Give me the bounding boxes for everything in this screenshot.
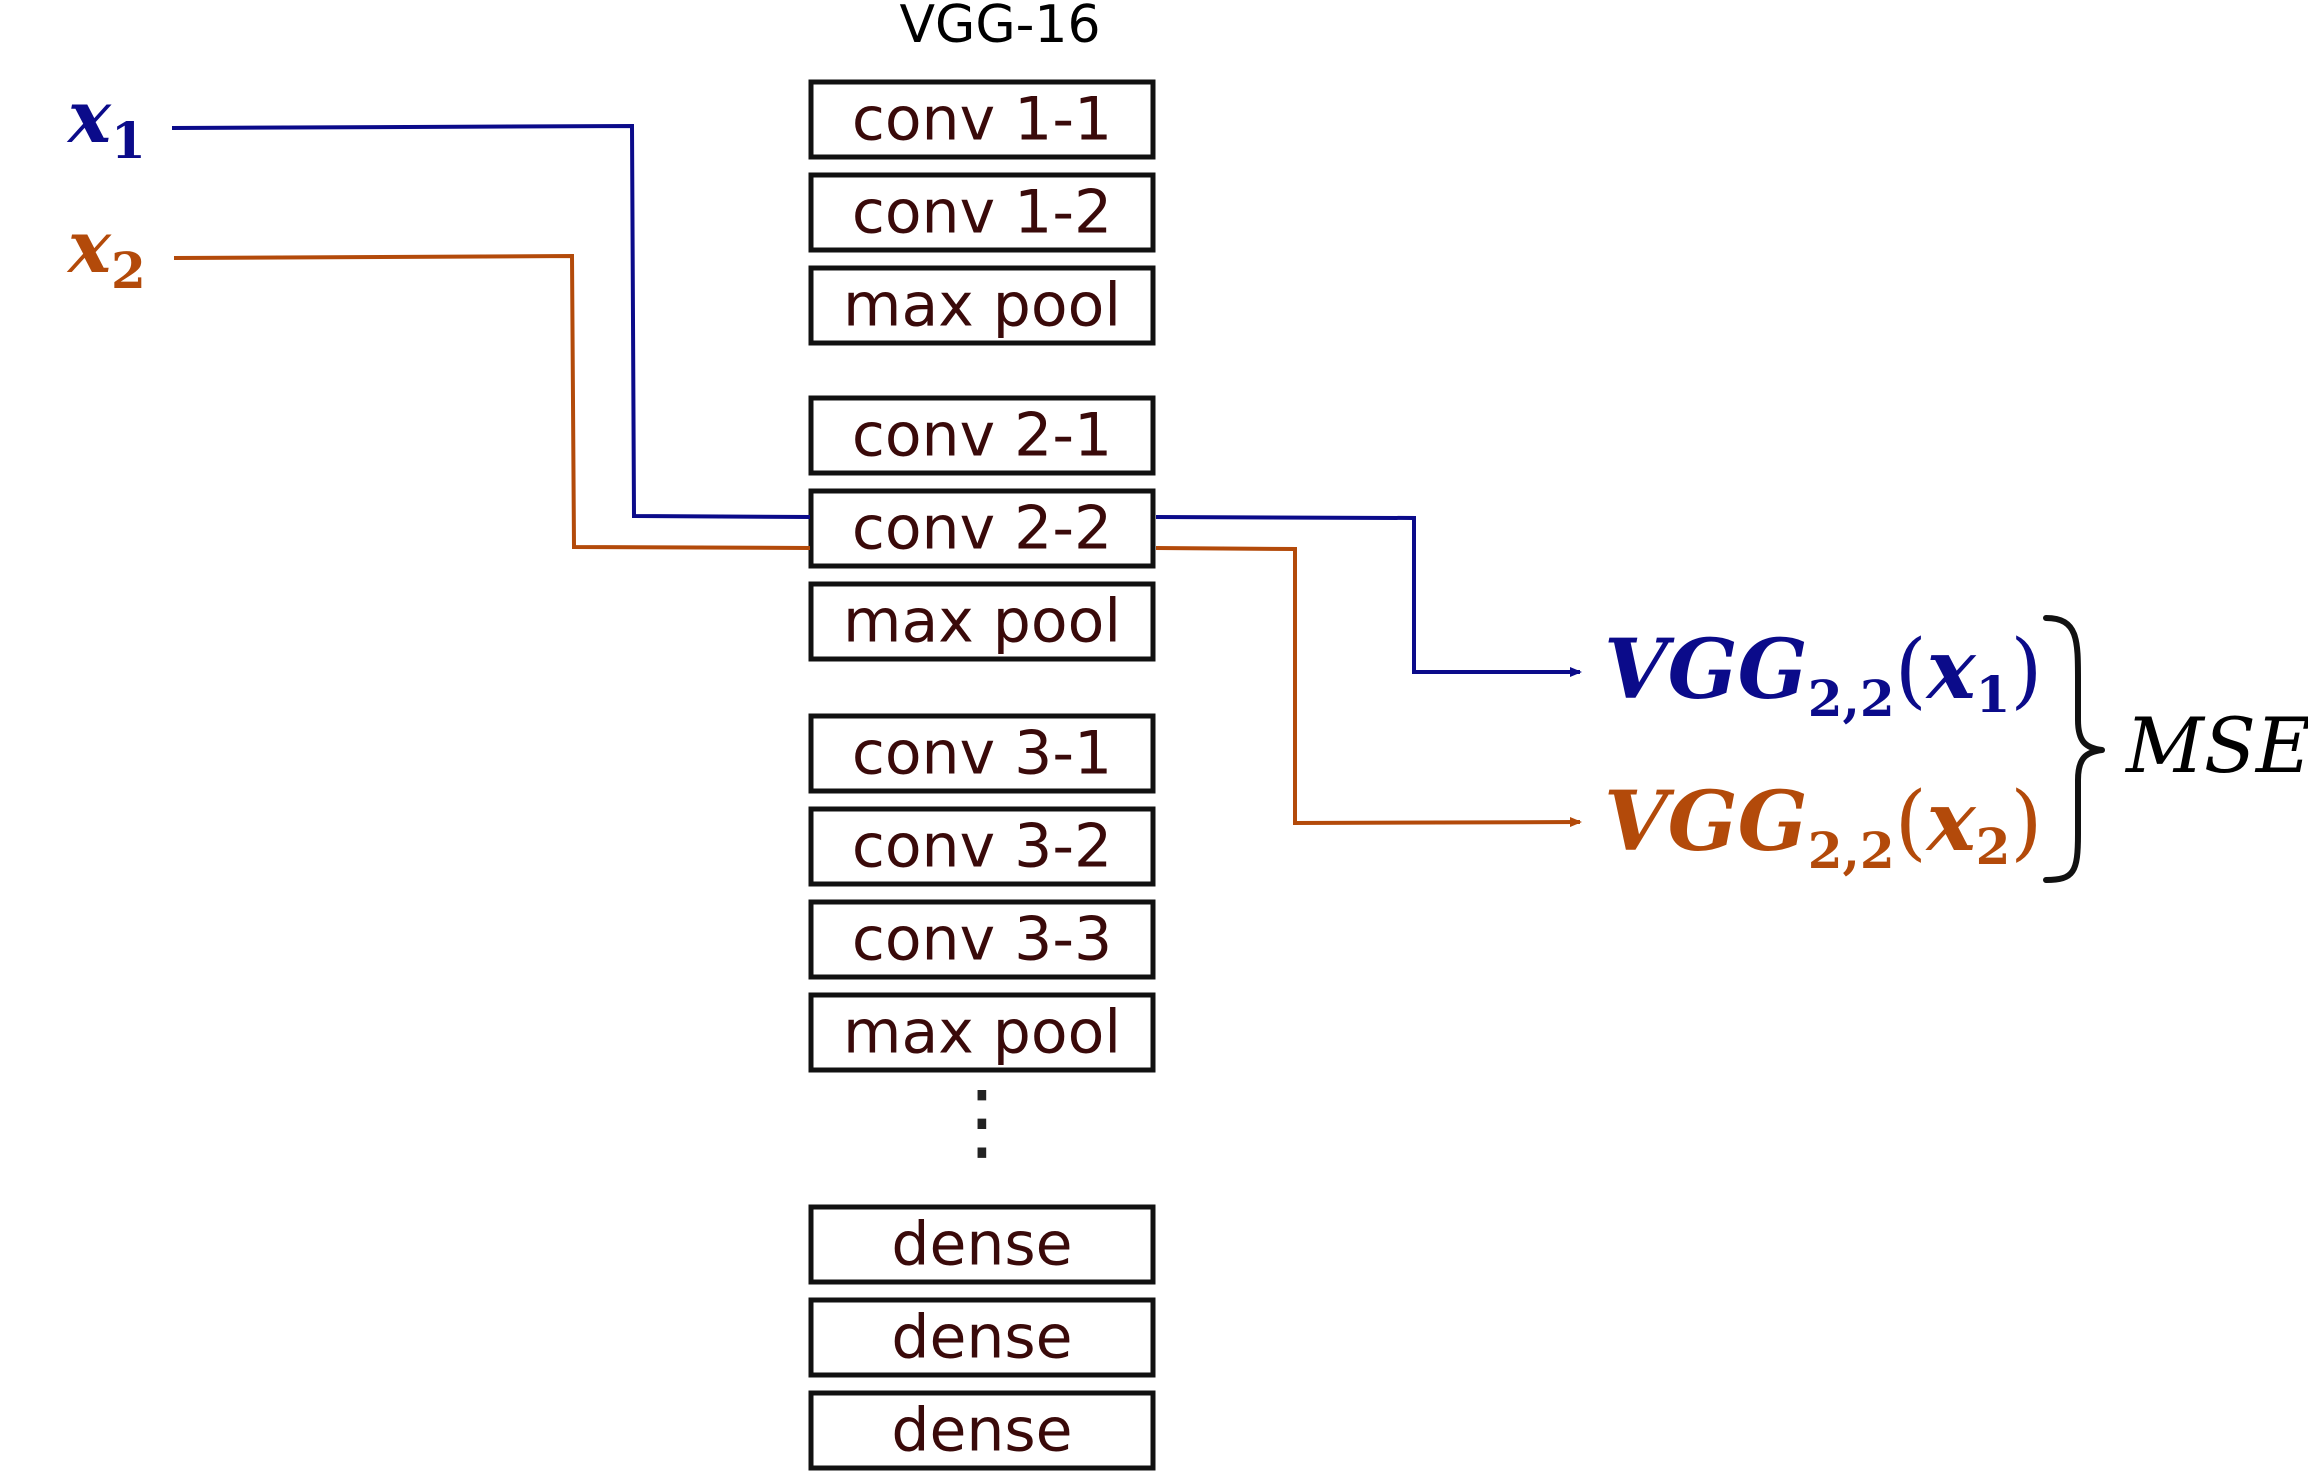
layers-ellipsis: ⋮ (940, 1072, 1024, 1170)
output-x2-label: VGG2,2(x2) (1604, 774, 2042, 880)
output-x1-func: VGG (1604, 622, 1808, 718)
layer-label: max pool (843, 271, 1121, 341)
layer-label: max pool (843, 998, 1121, 1068)
input-x1-sub: 1 (111, 111, 146, 170)
layer-box (808, 79, 1156, 160)
x1-output-arrow (1155, 515, 1582, 677)
layer-label: conv 3-3 (852, 905, 1112, 975)
layer-label: conv 3-1 (852, 719, 1112, 789)
layer-box (808, 806, 1156, 887)
layer-label: dense (891, 1210, 1072, 1280)
layer-box (808, 488, 1156, 569)
x1-input-line (171, 123, 811, 519)
x2-output-arrow (1155, 546, 1582, 828)
x2-input-line (173, 253, 811, 550)
layer-label: max pool (843, 587, 1121, 657)
input-x2-sub: 2 (111, 241, 146, 300)
layer-label: conv 1-1 (852, 85, 1112, 155)
output-x1-label: VGG2,2(x1) (1604, 622, 2042, 728)
output-x2-sub: 2,2 (1808, 821, 1895, 880)
layer-box (808, 172, 1156, 253)
input-x2-label: x2 (66, 204, 146, 300)
layer-stack: conv 1-1 conv 1-2 max pool conv 2-1 conv 2-2… (808, 79, 1156, 1471)
output-x1-close-paren: ) (2010, 623, 2042, 718)
input-x1-label: x1 (66, 74, 146, 170)
output-x2-close-paren: ) (2010, 775, 2042, 870)
right-curly-brace (2043, 615, 2105, 883)
output-x2-arg: x (1925, 774, 1977, 870)
layer-box (808, 713, 1156, 794)
network-title: VGG-16 (899, 0, 1100, 55)
layer-label: dense (891, 1303, 1072, 1373)
layer-box (808, 992, 1156, 1073)
output-x2-open-paren: ( (1895, 775, 1927, 870)
output-x2-func: VGG (1604, 774, 1808, 870)
layer-box (808, 581, 1156, 662)
input-x1-base: x (66, 74, 112, 159)
layer-label: conv 3-2 (852, 812, 1112, 882)
loss-label: MSE (2124, 701, 2308, 790)
layer-box (808, 899, 1156, 980)
layer-box (808, 265, 1156, 346)
layer-box (808, 1297, 1156, 1378)
layer-box (808, 1204, 1156, 1285)
layer-box (808, 395, 1156, 476)
output-x1-open-paren: ( (1895, 623, 1927, 718)
layer-label: conv 2-2 (852, 494, 1112, 564)
layer-box (808, 1390, 1156, 1471)
layer-label: conv 1-2 (852, 178, 1112, 248)
layer-label: conv 2-1 (852, 401, 1112, 471)
input-x2-base: x (66, 204, 112, 289)
layer-label: dense (891, 1396, 1072, 1466)
output-x1-sub: 2,2 (1808, 669, 1895, 728)
output-x1-arg: x (1925, 622, 1977, 718)
output-x1-arg-sub: 1 (1976, 665, 2011, 724)
output-x2-arg-sub: 2 (1976, 817, 2011, 876)
